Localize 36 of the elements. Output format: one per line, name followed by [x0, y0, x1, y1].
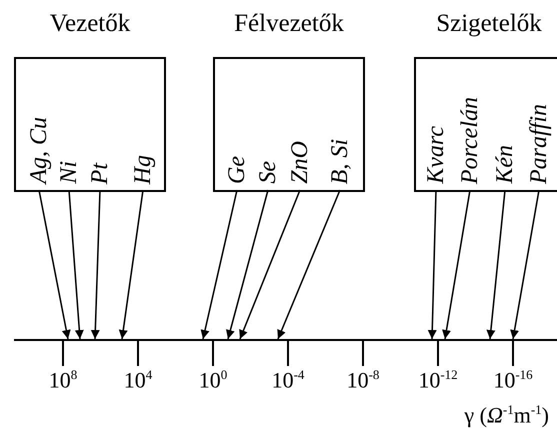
- arrow: [239, 190, 301, 340]
- material-label: Hg: [130, 154, 156, 184]
- material-label: Porcelán: [457, 96, 483, 184]
- material-label: Ag, Cu: [26, 117, 52, 184]
- material-label: Kvarc: [423, 126, 449, 184]
- arrow: [510, 190, 540, 340]
- group-heading: Vezetők: [48, 9, 132, 39]
- material-label: ZnO: [287, 141, 313, 184]
- material-label: Ge: [224, 156, 250, 184]
- material-label: Se: [255, 161, 281, 184]
- tick-label: 10$^{-12}$: [418, 367, 458, 394]
- tick-label: 10$^{0}$: [198, 367, 228, 394]
- material-label: Ni: [56, 161, 82, 184]
- axis: [13, 339, 557, 367]
- group-heading: Szigetelők: [435, 9, 543, 39]
- arrow: [486, 190, 506, 340]
- group-heading: Félvezetők: [233, 9, 345, 39]
- tick-label: 10$^{-4}$: [272, 367, 304, 394]
- arrow: [277, 190, 341, 340]
- material-label: B, Si: [327, 138, 353, 184]
- material-label: Kén: [492, 145, 518, 184]
- material-label: Pt: [87, 162, 113, 184]
- axis-label: γ (Ω$^{-1}$m$^{-1}$): [464, 402, 549, 428]
- arrow: [442, 190, 471, 340]
- tick-label: 10$^{-8}$: [346, 367, 380, 394]
- tick-label: 10$^{-16}$: [493, 367, 533, 394]
- arrow: [118, 190, 144, 340]
- tick-label: 10$^{4}$: [124, 367, 152, 394]
- arrow: [68, 190, 84, 340]
- arrow: [200, 190, 238, 340]
- arrow: [428, 190, 437, 340]
- arrow: [90, 190, 101, 340]
- material-label: Paraffin: [526, 104, 552, 184]
- arrow: [38, 190, 71, 340]
- tick-label: 10$^{8}$: [48, 367, 78, 394]
- arrow: [226, 190, 269, 340]
